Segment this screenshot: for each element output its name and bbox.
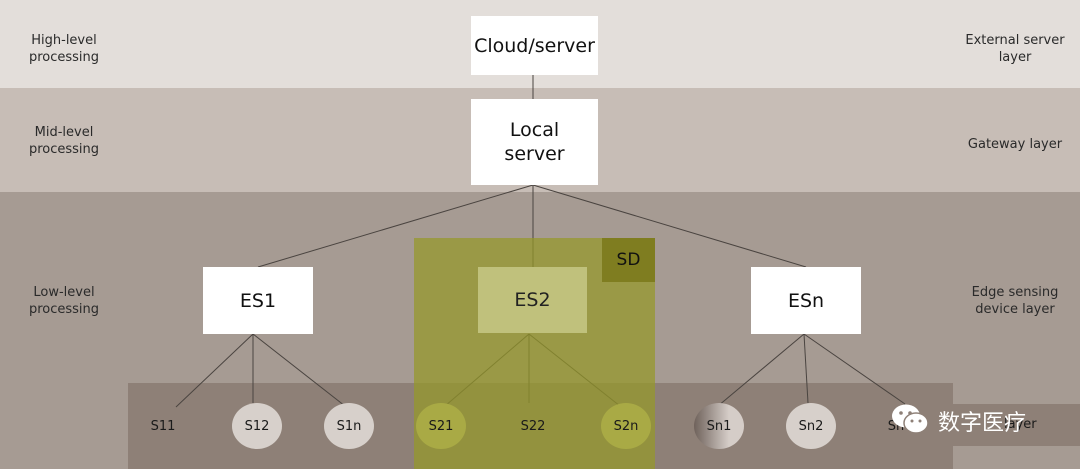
link-esn-sn1	[717, 333, 805, 407]
sensor-s2n: S2n	[601, 403, 651, 449]
mid-level-processing-label: Mid-level processing	[28, 125, 100, 157]
sensor-s22-label: S22	[520, 418, 546, 434]
link-local-es1	[257, 184, 534, 268]
sd-label: SD	[616, 250, 641, 270]
link-local-esn	[532, 184, 807, 268]
link-esn-snn	[803, 333, 906, 405]
sensor-s2n-label: S2n	[613, 418, 639, 434]
sensor-s21: S21	[416, 403, 466, 449]
sensor-s22: S22	[508, 403, 558, 449]
sensor-s12: S12	[232, 403, 282, 449]
low-level-processing-label: Low-level processing	[28, 285, 100, 317]
cloud-server-node: Cloud/server	[471, 16, 598, 75]
es1-label: ES1	[239, 289, 277, 312]
link-es1-s1n	[252, 333, 346, 407]
watermark: 数字医疗	[890, 403, 1026, 439]
local-server-node: Local server	[471, 99, 598, 185]
gateway-layer-label: Gateway layer	[967, 137, 1063, 152]
sensor-s11: S11	[138, 403, 188, 449]
sensor-sn2-label: Sn2	[798, 418, 824, 434]
esn-node: ESn	[751, 267, 861, 334]
sensor-sn2: Sn2	[786, 403, 836, 449]
high-level-processing-label: High-level processing	[28, 33, 100, 65]
sensor-sn1-label: Sn1	[706, 418, 732, 434]
wechat-icon	[890, 402, 930, 440]
es2-node: ES2	[478, 267, 587, 333]
sensor-s11-label: S11	[150, 418, 176, 434]
es1-node: ES1	[203, 267, 313, 334]
es2-label: ES2	[514, 289, 551, 311]
link-esn-sn2	[803, 333, 809, 404]
watermark-text: 数字医疗	[938, 411, 1027, 436]
sensor-s12-label: S12	[244, 418, 270, 434]
sensor-s1n-label: S1n	[336, 418, 362, 434]
esn-label: ESn	[787, 289, 825, 312]
sensor-strip-extension	[953, 404, 1080, 446]
sensor-s1n: S1n	[324, 403, 374, 449]
external-server-layer-label: External server layer	[965, 33, 1065, 65]
sensor-layer-partial-label: layer	[1004, 417, 1037, 432]
sensor-s21-label: S21	[428, 418, 454, 434]
edge-sensing-device-layer-label: Edge sensing device layer	[971, 285, 1059, 317]
sd-tag: SD	[602, 238, 655, 282]
cloud-server-label: Cloud/server	[474, 34, 595, 57]
local-server-label: Local server	[504, 119, 565, 165]
link-es1-s11	[175, 333, 254, 408]
sensor-sn1: Sn1	[694, 403, 744, 449]
